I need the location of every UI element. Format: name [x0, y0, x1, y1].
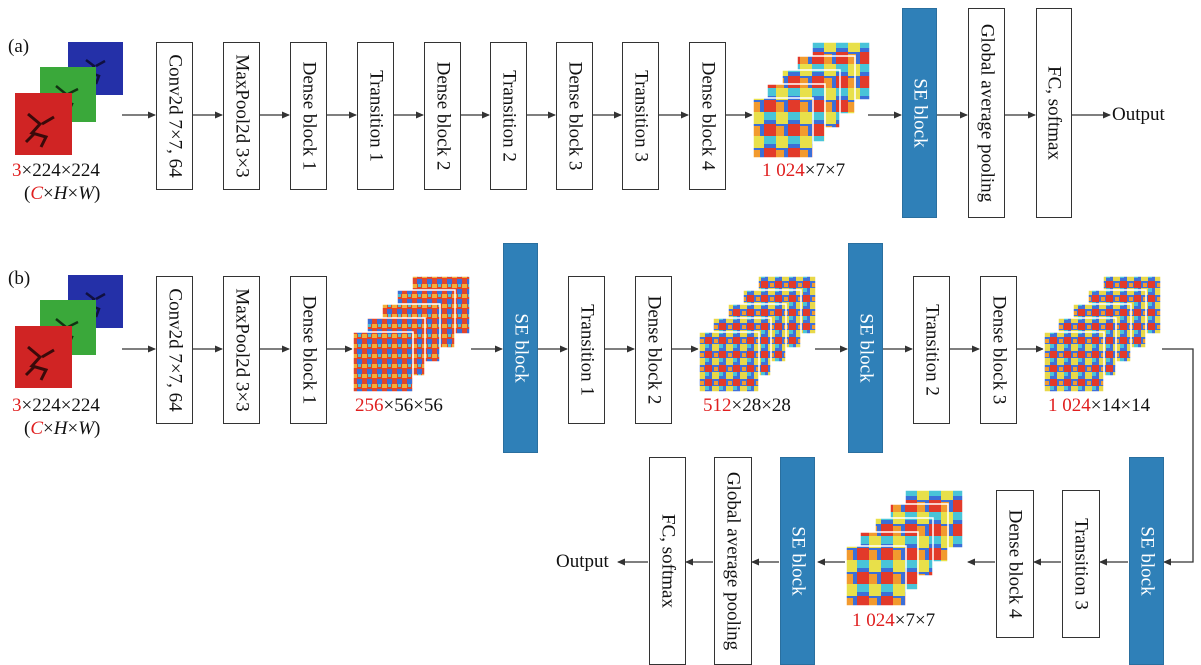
dense-block-1: Dense block 1	[290, 276, 327, 424]
input-format-label: (C×H×W)	[24, 418, 101, 439]
global-average-pooling-block: Global average pooling	[968, 8, 1005, 218]
feature-map-stack	[845, 489, 964, 607]
feature-map-stack	[1043, 275, 1162, 393]
transition-1: Transition 1	[357, 42, 394, 190]
feature-dims-label: 1 024×7×7	[762, 160, 846, 181]
arrow	[1162, 348, 1194, 566]
transition-1: Transition 1	[568, 276, 605, 424]
se-block: SE block	[848, 243, 883, 453]
feature-map-stack	[698, 275, 817, 393]
fc-softmax-block: FC, softmax	[649, 457, 686, 665]
dense-block-4: Dense block 4	[689, 42, 726, 190]
dense-block-3: Dense block 3	[980, 276, 1017, 424]
input-dims-label: 3×224×224	[12, 160, 100, 181]
input-dims-label: 3×224×224	[12, 395, 100, 416]
transition-3: Transition 3	[622, 42, 659, 190]
output-label: Output	[1112, 104, 1165, 125]
transition-3: Transition 3	[1062, 490, 1100, 638]
input-image-stack	[15, 275, 123, 388]
input-image-stack	[15, 42, 123, 155]
fc-softmax-block: FC, softmax	[1036, 8, 1072, 218]
feature-dims-label: 512×28×28	[703, 395, 791, 416]
dense-block-2: Dense block 2	[424, 42, 461, 190]
feature-map-stack	[752, 41, 871, 159]
output-label: Output	[556, 551, 609, 572]
dense-block-3: Dense block 3	[556, 42, 593, 190]
dense-block-2: Dense block 2	[635, 276, 672, 424]
global-average-pooling-block: Global average pooling	[714, 457, 752, 665]
se-block: SE block	[780, 457, 815, 665]
transition-2: Transition 2	[913, 276, 950, 424]
dense-block-4: Dense block 4	[996, 490, 1034, 638]
conv2d-block: Conv2d 7×7, 64	[156, 276, 193, 424]
se-block: SE block	[902, 8, 937, 218]
panel-a-label: (a)	[8, 36, 30, 57]
se-block: SE block	[503, 243, 538, 453]
maxpool-block: MaxPool2d 3×3	[223, 42, 260, 190]
conv2d-block: Conv2d 7×7, 64	[156, 42, 193, 190]
dense-block-1: Dense block 1	[290, 42, 327, 190]
input-format-label: (C×H×W)	[24, 183, 101, 204]
feature-map-stack	[352, 275, 471, 393]
panel-b-label: (b)	[8, 268, 31, 289]
feature-dims-label: 256×56×56	[355, 395, 443, 416]
feature-dims-label: 1 024×7×7	[852, 610, 936, 631]
feature-dims-label: 1 024×14×14	[1048, 395, 1151, 416]
transition-2: Transition 2	[490, 42, 527, 190]
se-block: SE block	[1129, 457, 1164, 665]
maxpool-block: MaxPool2d 3×3	[223, 276, 260, 424]
